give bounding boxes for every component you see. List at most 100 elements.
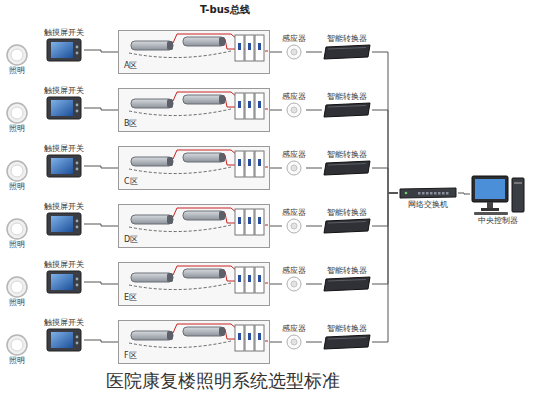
bus-connector <box>458 193 470 194</box>
lamp-icon <box>6 218 28 240</box>
device-label: 触摸屏开关 <box>44 28 84 38</box>
panel-node: 触摸屏开关 <box>44 86 84 120</box>
bus-connector <box>270 110 282 111</box>
sensor-icon <box>286 334 302 350</box>
sensor-icon <box>286 44 302 60</box>
converter-device <box>322 334 372 350</box>
device-label: 触摸屏开关 <box>44 318 84 328</box>
sensor-node: 感应器 <box>282 92 306 118</box>
lamp-node: 照明 <box>6 334 28 366</box>
lamp-node: 照明 <box>6 218 28 250</box>
lamp-icon <box>6 44 28 66</box>
zone-box: F区 <box>118 320 270 364</box>
device-label: 网络交换机 <box>408 200 448 210</box>
converter-device <box>322 160 372 176</box>
zone-label: C区 <box>124 177 138 187</box>
device-label: 感应器 <box>282 266 306 276</box>
touch-panel-icon <box>46 270 82 294</box>
panel-node: 触摸屏开关 <box>44 260 84 294</box>
bus-connector <box>270 168 282 169</box>
zone-box: C区 <box>118 146 270 190</box>
lamp-icon <box>6 102 28 124</box>
device-label: 照明 <box>9 124 25 134</box>
zone-label: A区 <box>124 61 137 71</box>
bus-connector <box>84 224 118 226</box>
bus-connector <box>372 193 398 284</box>
lamp-node: 照明 <box>6 44 28 76</box>
conv-node: 智能转换器 <box>322 266 372 292</box>
device-label: 中央控制器 <box>478 216 518 226</box>
panel-node: 触摸屏开关 <box>44 202 84 236</box>
bus-connector <box>306 226 322 227</box>
device-label: 智能转换器 <box>327 266 367 276</box>
device-label: 智能转换器 <box>327 34 367 44</box>
device-label: 照明 <box>9 240 25 250</box>
bus-connector <box>306 52 322 53</box>
conv-node: 智能转换器 <box>322 150 372 176</box>
conv-node: 智能转换器 <box>322 324 372 350</box>
device-label: 智能转换器 <box>327 324 367 334</box>
zone-label: D区 <box>124 235 138 245</box>
zone-box: E区 <box>118 262 270 306</box>
device-label: 感应器 <box>282 34 306 44</box>
zone-fixtures <box>119 263 269 305</box>
converter-device <box>322 276 372 292</box>
device-label: 触摸屏开关 <box>44 86 84 96</box>
converter-device <box>322 44 372 60</box>
diagram-title: T-bus总线 <box>200 3 250 17</box>
bus-connector <box>84 340 118 342</box>
zone-box: A区 <box>118 30 270 74</box>
sensor-icon <box>286 160 302 176</box>
touch-panel-icon <box>46 212 82 236</box>
touch-panel-icon <box>46 328 82 352</box>
bus-connector <box>306 168 322 169</box>
sensor-node: 感应器 <box>282 208 306 234</box>
zone-fixtures <box>119 31 269 73</box>
lamp-icon <box>6 160 28 182</box>
bus-connector <box>84 282 118 284</box>
bus-connector <box>84 50 118 52</box>
zone-fixtures <box>119 147 269 189</box>
bus-connector <box>372 193 398 226</box>
touch-panel-icon <box>46 38 82 62</box>
panel-node: 触摸屏开关 <box>44 144 84 178</box>
zone-label: F区 <box>124 351 137 361</box>
network-switch-device <box>398 186 458 200</box>
zone-fixtures <box>119 89 269 131</box>
zone-box: B区 <box>118 88 270 132</box>
device-label: 触摸屏开关 <box>44 144 84 154</box>
bus-connector <box>270 342 282 343</box>
touch-panel-icon <box>46 96 82 120</box>
zone-fixtures <box>119 205 269 247</box>
pc-node: 中央控制器 <box>470 172 526 226</box>
zone-label: B区 <box>124 119 138 129</box>
net-node: 网络交换机 <box>398 186 458 210</box>
conv-node: 智能转换器 <box>322 208 372 234</box>
zone-label: E区 <box>124 293 137 303</box>
lamp-icon <box>6 276 28 298</box>
sensor-node: 感应器 <box>282 150 306 176</box>
bus-connector <box>306 284 322 285</box>
conv-node: 智能转换器 <box>322 34 372 60</box>
lamp-node: 照明 <box>6 276 28 308</box>
bus-connector <box>84 108 118 110</box>
converter-device <box>322 102 372 118</box>
zone-box: D区 <box>118 204 270 248</box>
lamp-node: 照明 <box>6 160 28 192</box>
bus-connector <box>306 110 322 111</box>
bus-connector <box>372 110 398 193</box>
device-label: 照明 <box>9 66 25 76</box>
sensor-node: 感应器 <box>282 324 306 350</box>
device-label: 智能转换器 <box>327 208 367 218</box>
panel-node: 触摸屏开关 <box>44 318 84 352</box>
sensor-node: 感应器 <box>282 266 306 292</box>
conv-node: 智能转换器 <box>322 92 372 118</box>
device-label: 智能转换器 <box>327 150 367 160</box>
device-label: 照明 <box>9 182 25 192</box>
diagram-caption: 医院康复楼照明系统选型标准 <box>103 369 343 393</box>
bus-connector <box>270 226 282 227</box>
device-label: 照明 <box>9 356 25 366</box>
bus-connector <box>372 52 398 193</box>
device-label: 感应器 <box>282 92 306 102</box>
